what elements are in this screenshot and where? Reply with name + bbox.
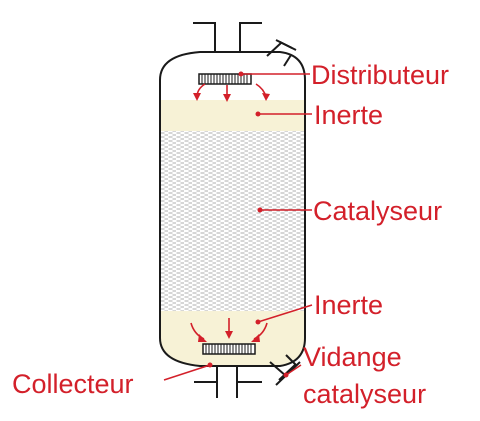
catalyst-bed (160, 131, 305, 311)
arrowhead (223, 94, 231, 102)
marker-dot (238, 71, 244, 77)
arrowhead (198, 334, 207, 342)
marker-dot (255, 111, 261, 117)
inert-bed-bottom (160, 311, 305, 366)
label-catalyseur: Catalyseur (313, 196, 442, 226)
distributor-grid (198, 73, 252, 85)
marker-dot (255, 319, 261, 325)
top-inlet-nozzle (193, 22, 262, 52)
bottom-outlet-nozzle (194, 366, 262, 398)
leader-lines (163, 73, 313, 381)
label-distributeur: Distributeur (311, 60, 449, 90)
label-inerte-bottom: Inerte (314, 290, 383, 320)
vessel-interior (160, 100, 305, 366)
arrowhead (262, 93, 270, 101)
leader-collecteur (163, 364, 211, 381)
inert-bed-top (160, 100, 305, 131)
label-vidange-line2: catalyseur (303, 379, 426, 409)
marker-dot (207, 362, 213, 368)
marker-dot (283, 372, 289, 378)
leader-vidange (285, 364, 302, 376)
marker-dot (257, 207, 263, 213)
leader-inerte-bottom (257, 304, 313, 323)
arrowhead (251, 334, 260, 342)
label-vidange-line1: Vidange (303, 342, 402, 372)
collector-grid (202, 343, 256, 355)
label-collecteur: Collecteur (12, 369, 134, 399)
vessel-shell (159, 51, 306, 367)
arrowhead (225, 331, 233, 339)
label-inerte-top: Inerte (314, 100, 383, 130)
arrowhead (193, 93, 201, 101)
top-side-nozzle (266, 39, 297, 67)
